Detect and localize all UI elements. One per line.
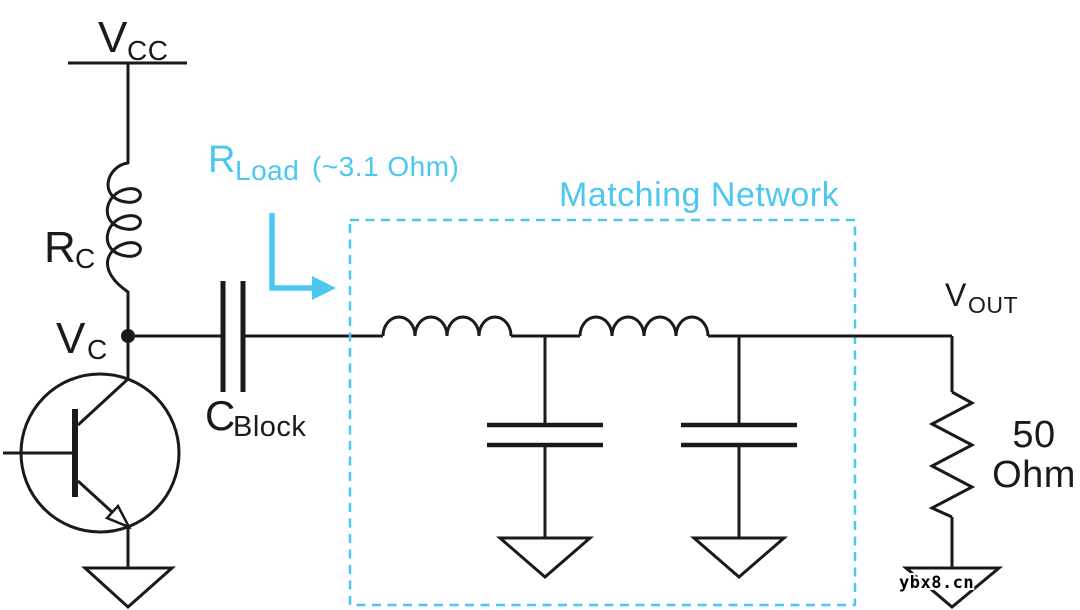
collector-lead: [76, 343, 130, 427]
ground-icon-shunt2: [689, 536, 789, 579]
ground-icon-shunt1: [495, 536, 595, 579]
cblock-label-sub: Block: [233, 411, 306, 443]
load-value-line2: Ohm: [992, 454, 1076, 496]
rload-label: R: [208, 139, 236, 181]
collector-node-dot: [121, 329, 135, 343]
emitter-arrow-icon: [104, 503, 132, 530]
rload-arrow-line: [269, 213, 316, 291]
rc-label: R: [44, 223, 76, 272]
load-resistor: [928, 390, 976, 519]
vc-label-sub: C: [87, 334, 108, 365]
ground-icon-transistor: [81, 566, 176, 610]
matching-network-title: Matching Network: [559, 176, 840, 214]
emitter-lead: [76, 479, 114, 514]
vcc-label: V: [98, 13, 128, 62]
watermark-text: ybx8.cn: [899, 573, 974, 593]
rload-arrow-icon: [312, 276, 336, 300]
vout-label-sub: OUT: [968, 292, 1018, 318]
vout-label: V: [945, 277, 967, 313]
series-inductor-1: [381, 315, 513, 337]
load-value-line1: 50: [1012, 414, 1055, 456]
rc-label-sub: C: [75, 243, 96, 274]
rload-label-sub: Load: [235, 155, 299, 186]
vc-label: V: [56, 314, 86, 363]
vcc-label-sub: CC: [127, 35, 168, 66]
series-inductor-2: [578, 315, 710, 337]
cblock-label: C: [205, 392, 236, 439]
ground-icon-load: [901, 566, 1004, 609]
rload-value-note: (~3.1 Ohm): [312, 151, 459, 182]
rfc-inductor: [105, 161, 142, 294]
matching-network-box: [348, 218, 857, 607]
